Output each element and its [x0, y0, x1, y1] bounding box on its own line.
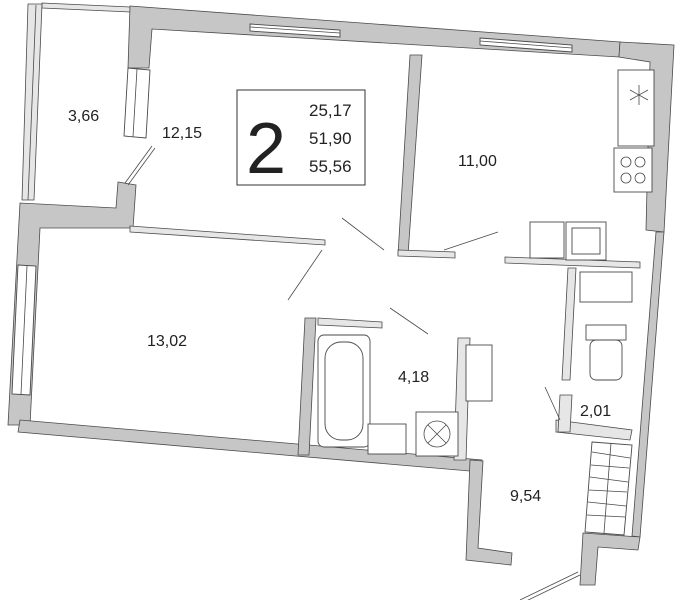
- total-area: 51,90: [309, 129, 352, 148]
- rooms-count: 2: [246, 109, 286, 189]
- total-area-with-balcony: 55,56: [309, 157, 352, 176]
- kitchen-fixtures: [529, 69, 655, 261]
- windows: [11, 23, 573, 396]
- toilet-tank: [585, 324, 627, 341]
- apartment-summary-box: 2 25,17 51,90 55,56: [236, 89, 366, 189]
- balcony-frame: [21, 2, 131, 201]
- room-area-hallway: 9,54: [510, 488, 541, 505]
- room-area-kitchen: 11,00: [458, 153, 497, 170]
- doors: [124, 145, 581, 600]
- room-area-balcony: 3,66: [68, 108, 99, 125]
- stairs: [584, 441, 633, 536]
- toilet-sink-icon: [579, 271, 633, 303]
- room-area-toilet: 2,01: [580, 403, 611, 420]
- room-area-bedroom: 12,15: [162, 125, 202, 142]
- shelf: [465, 344, 493, 402]
- bathroom-fixtures: [317, 271, 633, 457]
- fridge: [617, 69, 655, 147]
- walls: [7, 5, 675, 586]
- room-area-bathroom: 4,18: [398, 369, 429, 386]
- living-area: 25,17: [309, 101, 352, 120]
- toilet-icon: [589, 339, 623, 381]
- room-area-living-room: 13,02: [147, 333, 187, 350]
- vent-star-icon: [629, 85, 649, 105]
- stove-icon: [613, 147, 653, 193]
- bathroom-sink-icon: [367, 423, 407, 455]
